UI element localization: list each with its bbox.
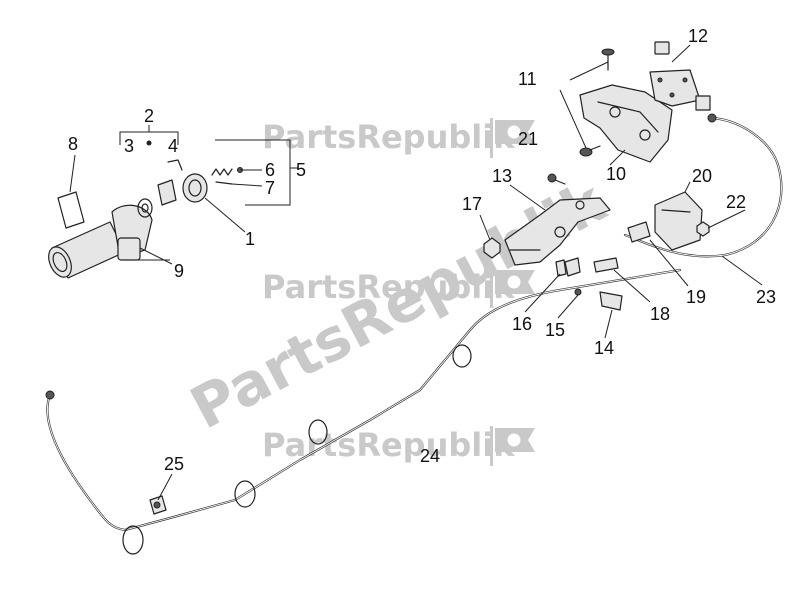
callout-16: 16 — [512, 314, 532, 334]
watermark-middle: PartsRepublik — [262, 268, 535, 308]
callout-21: 21 — [518, 129, 538, 149]
callout-23: 23 — [756, 287, 776, 307]
gear-flag-icon — [490, 118, 535, 158]
callout-19: 19 — [686, 287, 706, 307]
callout-14: 14 — [594, 338, 614, 358]
actuator-20 — [654, 191, 703, 251]
callout-4: 4 — [168, 136, 178, 156]
svg-text:PartsRepublik: PartsRepublik — [262, 118, 515, 156]
lock-barrel-4 — [157, 159, 183, 206]
nut-17 — [483, 237, 501, 259]
callout-24: 24 — [420, 446, 440, 466]
callout-3: 3 — [124, 136, 134, 156]
lock-housing-9 — [48, 204, 170, 279]
leader-lines — [69, 44, 763, 501]
callout-7: 7 — [265, 178, 275, 198]
callout-9: 9 — [174, 261, 184, 281]
callout-2: 2 — [144, 106, 154, 126]
pin-14 — [599, 291, 623, 311]
svg-text:PartsRepublik: PartsRepublik — [262, 268, 515, 306]
cable-23 — [623, 113, 783, 258]
washer-3 — [137, 198, 153, 218]
nut-22 — [696, 221, 710, 237]
screw-11-lower — [579, 145, 601, 157]
callout-13: 13 — [492, 166, 512, 186]
release-cable-24 — [45, 268, 682, 555]
lock-body-1 — [182, 173, 208, 203]
plate-13 — [504, 197, 611, 266]
watermark-bottom: PartsRepublik — [262, 426, 535, 466]
callout-6: 6 — [265, 160, 275, 180]
plate-12 — [649, 41, 711, 111]
callout-8: 8 — [68, 134, 78, 154]
bolt-16 — [555, 259, 567, 277]
bracket-10 — [579, 84, 673, 163]
callout-1: 1 — [245, 229, 255, 249]
pin-18 — [593, 257, 619, 273]
callout-18: 18 — [650, 304, 670, 324]
callout-22: 22 — [726, 192, 746, 212]
callout-11: 11 — [518, 69, 537, 89]
screw-11-top — [601, 48, 615, 71]
callout-25: 25 — [164, 454, 184, 474]
callout-12: 12 — [688, 26, 708, 46]
gasket-8 — [57, 191, 85, 229]
callout-5: 5 — [296, 160, 306, 180]
callout-17: 17 — [462, 194, 482, 214]
bolt-21 — [547, 173, 566, 185]
callout-15: 15 — [545, 320, 565, 340]
callout-numbers: 1 2 3 4 5 6 7 8 9 10 11 12 13 14 15 16 1… — [68, 26, 776, 474]
cable-clip-25 — [149, 495, 167, 515]
callout-20: 20 — [692, 166, 712, 186]
connector-19 — [627, 221, 651, 243]
fitting-15 — [564, 257, 582, 296]
gear-flag-icon — [490, 268, 535, 308]
spring-pin-6-7 — [211, 167, 243, 185]
svg-text:PartsRepublik: PartsRepublik — [262, 426, 515, 464]
watermark-top: PartsRepublik — [262, 118, 535, 158]
callout-10: 10 — [606, 164, 626, 184]
gear-flag-icon — [490, 426, 535, 466]
